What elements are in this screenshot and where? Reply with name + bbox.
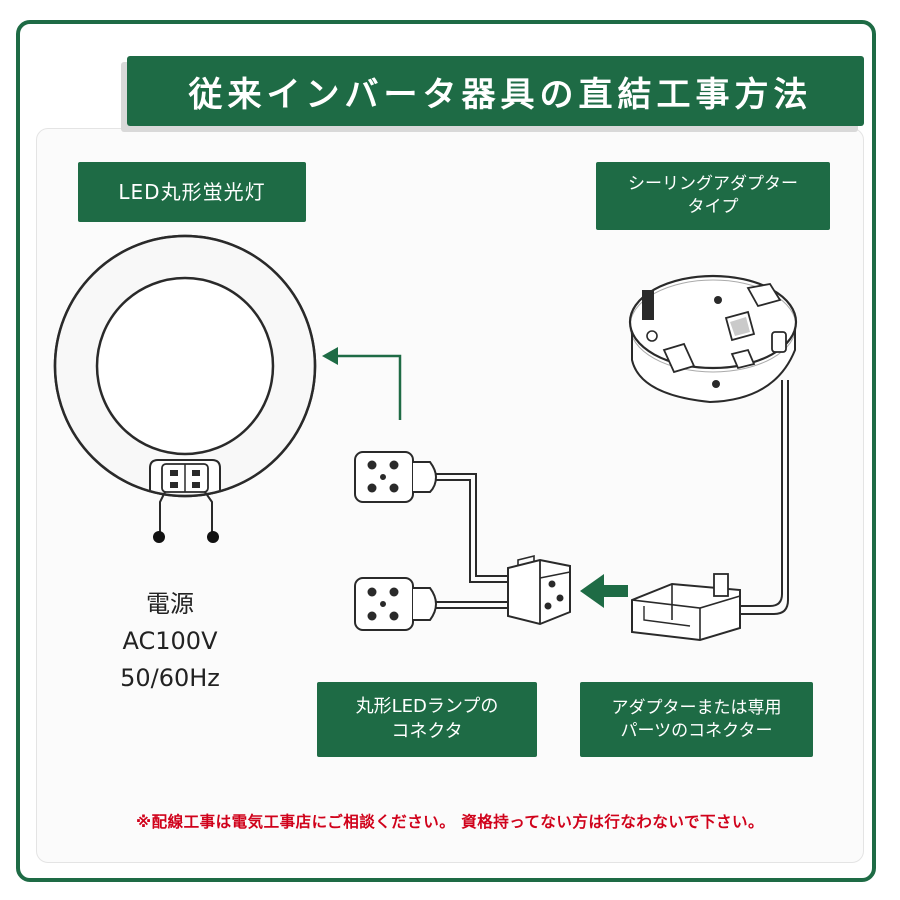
label-lamp-connector: 丸形LEDランプの コネクタ [317,682,537,757]
label-ceiling-adapter-line-2: タイプ [687,197,739,217]
label-ceiling-adapter: シーリングアダプター タイプ [596,162,830,230]
label-ceiling-adapter-line-1: シーリングアダプター [628,174,798,195]
power-voltage: AC100V [122,627,218,656]
label-led-lamp: LED丸形蛍光灯 [78,162,306,222]
power-label: 電源 [146,590,194,618]
power-spec: 電源 AC100V 50/60Hz [105,586,235,698]
safety-notice: ※配線工事は電気工事店にご相談ください。 資格持ってない方は行なわないで下さい。 [136,813,764,831]
label-adapter-connector-line-2: パーツのコネクター [620,720,773,741]
label-adapter-connector: アダプターまたは専用 パーツのコネクター [580,682,813,757]
label-lamp-connector-line-2: コネクタ [391,720,463,742]
page-title: 従来インバータ器具の直結工事方法 [127,56,864,126]
power-frequency: 50/60Hz [120,664,220,693]
label-lamp-connector-line-1: 丸形LEDランプの [355,696,499,718]
label-adapter-connector-line-1: アダプターまたは専用 [611,697,782,718]
